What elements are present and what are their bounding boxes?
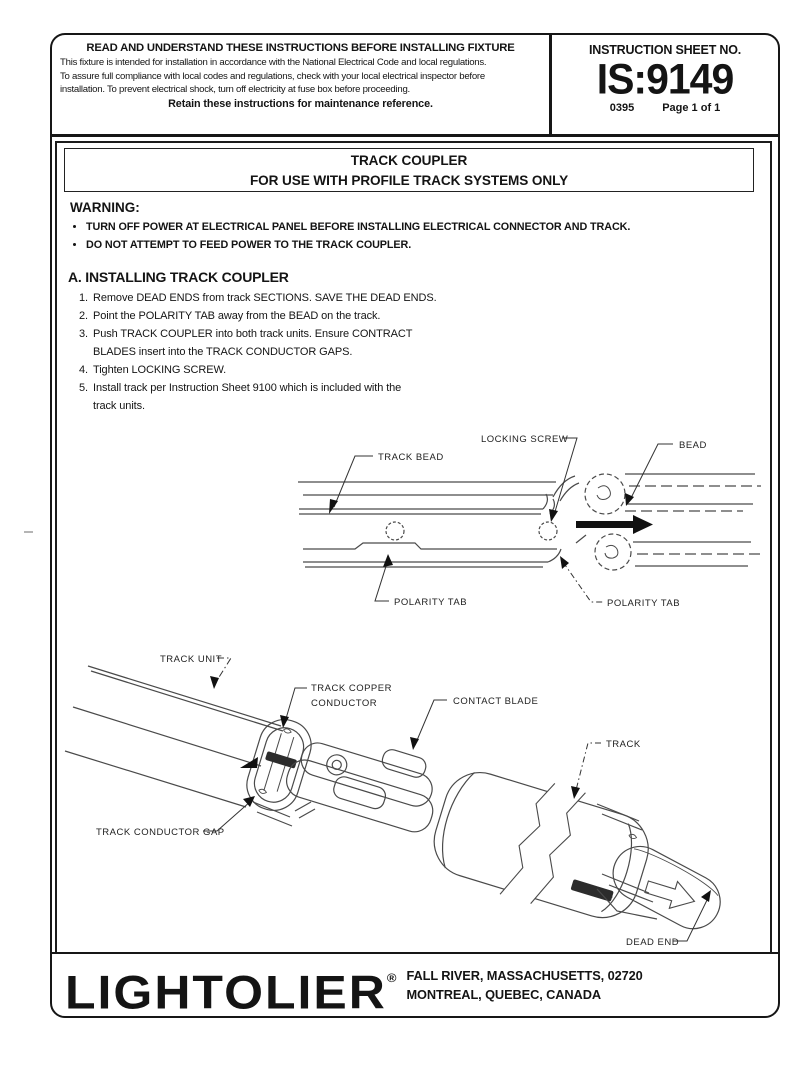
insert-direction-arrow-icon [576,515,653,534]
sheet-meta-row: 0395 Page 1 of 1 [552,102,778,114]
arrowheads-top [329,493,634,569]
step-text: Point the POLARITY TAB away from the BEA… [93,310,381,322]
notice-line-1: This fixture is intended for installatio… [60,57,487,68]
label-contact-blade: CONTACT BLADE [453,696,538,707]
main-content-box: TRACK COUPLER FOR USE WITH PROFILE TRACK… [55,141,772,954]
step-text: BLADES insert into the TRACK CONDUCTOR G… [93,346,353,358]
step-number: 5. [79,382,88,394]
label-dead-end: DEAD END [626,937,679,948]
technical-diagram: TRACK BEAD LOCKING SCREW BEAD POLARITY T… [64,434,763,948]
step-text: Push TRACK COUPLER into both track units… [93,328,413,340]
brand-name: LIGHTOLIER [65,965,387,1019]
safety-notice-box: READ AND UNDERSTAND THESE INSTRUCTIONS B… [52,35,552,134]
leader-lines-bottom [203,657,710,942]
install-steps: 1. Remove DEAD ENDS from track SECTIONS.… [68,289,437,415]
company-addresses: FALL RIVER, MASSACHUSETTS, 02720 MONTREA… [406,966,642,1004]
step-number: 1. [79,292,88,304]
label-track-bead: TRACK BEAD [378,452,444,463]
sheet-date-code: 0395 [609,102,635,114]
notice-line-2: To assure full compliance with local cod… [60,70,485,82]
arrowheads-bottom [210,676,711,902]
step-number: 3. [79,328,88,340]
sheet-number-box: INSTRUCTION SHEET NO. IS:9149 0395 Page … [552,35,778,134]
sheet-page-count: Page 1 of 1 [662,102,721,114]
warning-section: WARNING: TURN OFF POWER AT ELECTRICAL PA… [70,200,630,254]
section-heading: A. INSTALLING TRACK COUPLER [68,269,289,285]
step-text: Remove DEAD ENDS from track SECTIONS. SA… [93,292,437,304]
sheet-number: IS:9149 [596,55,735,103]
document-title: TRACK COUPLER [350,153,468,168]
notice-title: READ AND UNDERSTAND THESE INSTRUCTIONS B… [86,42,515,54]
step-number: 4. [79,364,88,376]
label-track-unit: TRACK UNIT [160,654,222,665]
footer: LIGHTOLIER® FALL RIVER, MASSACHUSETTS, 0… [52,952,778,1016]
label-locking-screw: LOCKING SCREW [481,434,568,445]
leader-lines-top [333,437,673,603]
label-track-copper-line1: TRACK COPPER [311,683,392,694]
registered-mark: ® [386,970,397,985]
sheet-number-label: INSTRUCTION SHEET NO. [588,43,742,57]
address-line-2: MONTREAL, QUEBEC, CANADA [406,987,601,1002]
step-text: Tighten LOCKING SCREW. [93,364,227,376]
warning-bullet: DO NOT ATTEMPT TO FEED POWER TO THE TRAC… [86,237,630,255]
brand-logo: LIGHTOLIER® [65,954,397,1016]
page-frame: READ AND UNDERSTAND THESE INSTRUCTIONS B… [50,33,780,1018]
side-view-line-art [298,473,763,571]
step-number: 2. [79,310,88,322]
warning-bullet: TURN OFF POWER AT ELECTRICAL PANEL BEFOR… [86,219,630,237]
step-text: Install track per Instruction Sheet 9100… [93,382,402,394]
label-polarity-tab-right: POLARITY TAB [607,598,680,609]
step-item: 2. Point the POLARITY TAB away from the … [68,307,437,325]
installation-section: A. INSTALLING TRACK COUPLER 1. Remove DE… [68,269,437,415]
document-title-box: TRACK COUPLER FOR USE WITH PROFILE TRACK… [64,148,754,192]
label-track-conductor-gap: TRACK CONDUCTOR GAP [96,827,225,838]
warning-list: TURN OFF POWER AT ELECTRICAL PANEL BEFOR… [70,219,630,254]
step-item: 4. Tighten LOCKING SCREW. [68,361,437,379]
label-polarity-tab-left: POLARITY TAB [394,597,467,608]
address-line-1: FALL RIVER, MASSACHUSETTS, 02720 [406,968,643,983]
isometric-line-art [64,665,721,930]
step-item: 5. Install track per Instruction Sheet 9… [68,379,437,415]
header: READ AND UNDERSTAND THESE INSTRUCTIONS B… [52,35,778,137]
scan-artifact [24,531,33,533]
step-item: 3. Push TRACK COUPLER into both track un… [68,325,437,361]
document-subtitle: FOR USE WITH PROFILE TRACK SYSTEMS ONLY [249,173,569,188]
notice-retain: Retain these instructions for maintenanc… [168,97,433,110]
label-bead: BEAD [679,440,707,451]
warning-heading: WARNING: [70,200,140,215]
step-text: track units. [93,400,145,412]
step-item: 1. Remove DEAD ENDS from track SECTIONS.… [68,289,437,307]
label-track: TRACK [606,739,641,750]
notice-line-3: installation. To prevent electrical shoc… [60,84,410,96]
label-track-copper-line2: CONDUCTOR [311,698,377,709]
